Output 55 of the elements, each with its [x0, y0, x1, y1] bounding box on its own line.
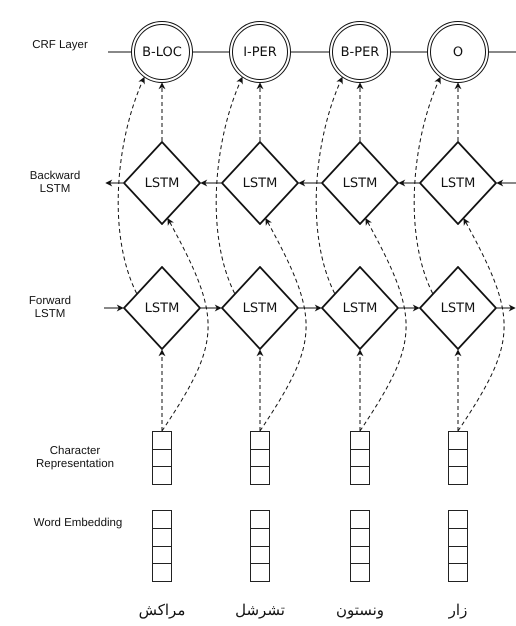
arrow [118, 76, 145, 294]
arrow [316, 76, 343, 294]
arrow [105, 180, 124, 186]
row-label: Forward LSTM [28, 295, 72, 321]
arrow [200, 304, 222, 312]
row-label: Backward LSTM [28, 170, 82, 196]
word-label: زار [448, 601, 468, 619]
row-label: CRF Layer [31, 39, 89, 52]
arrow [216, 76, 243, 294]
vector-box [448, 510, 468, 582]
lstm-diamond: LSTM [419, 266, 497, 350]
arrow [162, 218, 209, 432]
arrow [200, 180, 222, 186]
arrow [158, 82, 166, 142]
arrow [104, 304, 124, 312]
lstm-diamond: LSTM [321, 266, 399, 350]
arrow [454, 82, 462, 142]
arrow [496, 180, 516, 186]
crf-circle: I-PER [229, 21, 291, 83]
arrow [398, 304, 420, 312]
arrow [298, 180, 322, 186]
arrow [360, 218, 407, 432]
lstm-diamond: LSTM [221, 141, 299, 225]
lstm-diamond: LSTM [419, 141, 497, 225]
lstm-diamond: LSTM [221, 266, 299, 350]
arrow [298, 304, 322, 312]
word-label: ونستون [336, 601, 384, 619]
arrow [458, 218, 505, 432]
word-label: مراكش [138, 601, 186, 619]
vector-box [448, 431, 468, 485]
crf-circle: O [427, 21, 489, 83]
lstm-diamond: LSTM [321, 141, 399, 225]
vector-box [350, 510, 370, 582]
arrow [356, 349, 364, 432]
arrow [496, 304, 516, 312]
crf-circle: B-PER [329, 21, 391, 83]
row-label: Word Embedding [33, 517, 123, 530]
lstm-diamond: LSTM [123, 141, 201, 225]
arrow [158, 349, 166, 432]
word-label: تشرشل [235, 601, 285, 619]
arrow [454, 349, 462, 432]
arrow [414, 76, 441, 294]
arrow [260, 218, 307, 432]
arrow [356, 82, 364, 142]
arrow [398, 180, 420, 186]
vector-box [250, 431, 270, 485]
vector-box [152, 431, 172, 485]
lstm-diamond: LSTM [123, 266, 201, 350]
crf-circle: B-LOC [131, 21, 193, 83]
arrow [256, 349, 264, 432]
arrow [256, 82, 264, 142]
row-label: Character Representation [35, 445, 115, 471]
vector-box [350, 431, 370, 485]
vector-box [250, 510, 270, 582]
vector-box [152, 510, 172, 582]
